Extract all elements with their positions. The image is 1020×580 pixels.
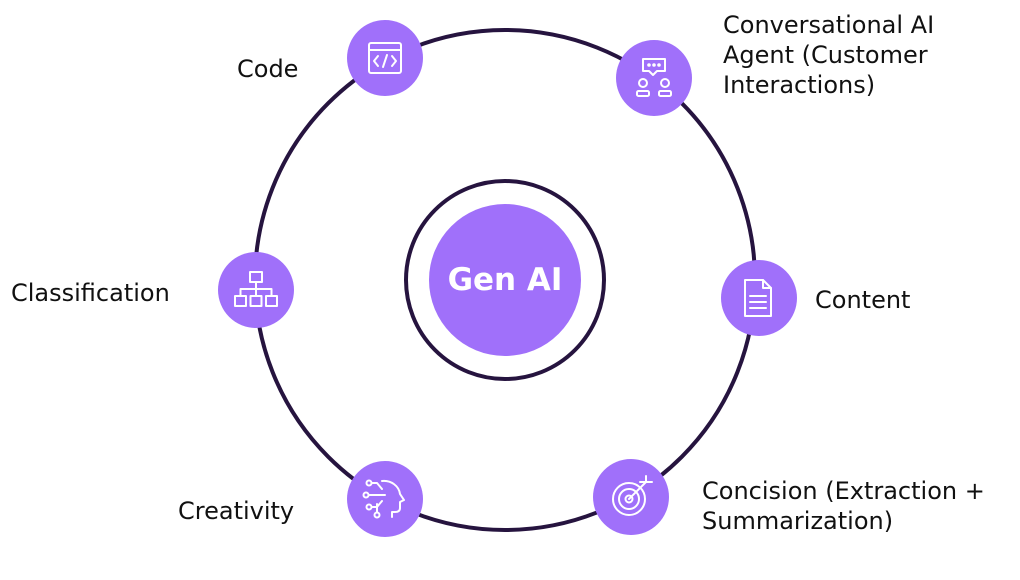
node-conversational — [616, 40, 692, 116]
node-concision — [593, 459, 669, 535]
label-creativity-line-1: Creativity — [178, 497, 295, 525]
node-creativity — [347, 461, 423, 537]
label-concision-line-2: Summarization) — [702, 507, 894, 535]
code-window-icon — [368, 42, 402, 74]
center-ring — [404, 179, 606, 381]
target-icon — [612, 475, 653, 516]
node-content-circle — [721, 260, 797, 336]
brain-circuit-icon — [362, 479, 405, 519]
node-conversational-circle — [616, 40, 692, 116]
label-concision: Concision (Extraction + Summarization) — [702, 476, 985, 536]
center-node — [429, 204, 581, 356]
label-code: Code — [237, 54, 298, 84]
node-content — [721, 260, 797, 336]
label-code-line-1: Code — [237, 55, 299, 83]
label-classification-line-1: Classification — [11, 279, 170, 307]
label-creativity: Creativity — [178, 496, 294, 526]
label-conversational: Conversational AI Agent (Customer Intera… — [723, 10, 934, 100]
center-label: Gen AI — [448, 262, 563, 298]
label-content-line-1: Content — [815, 286, 911, 314]
document-icon — [744, 279, 772, 317]
label-concision-line-1: Concision (Extraction + — [702, 477, 985, 505]
label-conversational-line-2: Agent (Customer — [723, 41, 928, 69]
node-classification — [218, 252, 294, 328]
node-creativity-circle — [347, 461, 423, 537]
label-content: Content — [815, 285, 910, 315]
label-conversational-line-3: Interactions) — [723, 71, 876, 99]
node-code — [347, 20, 423, 96]
hierarchy-icon — [234, 271, 278, 307]
label-conversational-line-1: Conversational AI — [723, 11, 935, 39]
label-classification: Classification — [11, 278, 170, 308]
chat-agents-icon — [636, 58, 672, 97]
